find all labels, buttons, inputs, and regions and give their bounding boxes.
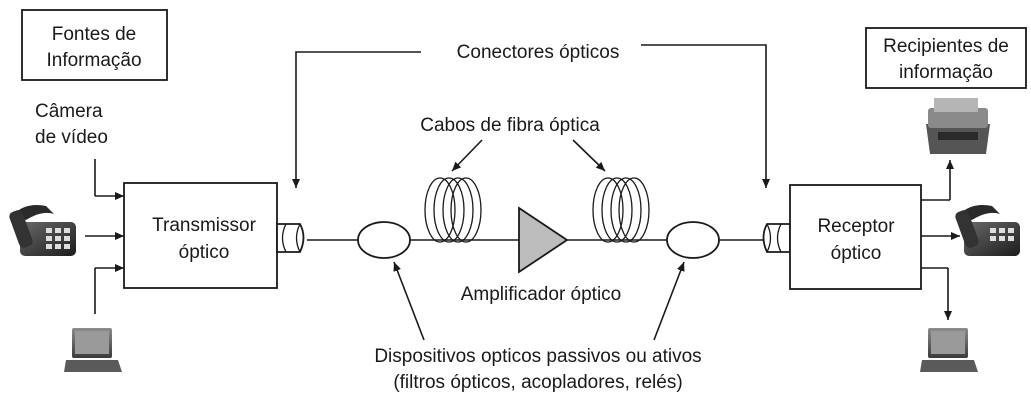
device-right-arrow	[653, 261, 685, 341]
left-connector	[276, 223, 305, 253]
telephone-icon	[9, 205, 76, 256]
transmitter-box: Transmissor óptico	[123, 182, 278, 289]
laptop-icon-right	[920, 328, 978, 372]
receiver-label-line1: Receptor	[817, 216, 895, 237]
transmitter-label-line1: Transmissor	[152, 215, 256, 236]
passive-device-right	[666, 221, 720, 259]
recipients-box: Recipientes de informação	[865, 27, 1027, 89]
fax-printer-icon	[926, 98, 990, 154]
camera-label-line2: de vídeo	[35, 127, 108, 148]
devices-label-line1: Dispositivos opticos passivos ou ativos	[374, 346, 701, 367]
device-left-arrow	[393, 261, 425, 341]
telephone-icon-right	[955, 205, 1020, 256]
right-connector	[762, 223, 791, 253]
receiver-label-line2: óptico	[831, 243, 882, 264]
devices-label-line2: (filtros ópticos, acopladores, relés)	[393, 372, 682, 393]
fiber-coil-left	[424, 177, 482, 243]
connector-right-arrow	[641, 44, 770, 188]
fiber-coil-right	[592, 177, 650, 243]
amplifier-label: Amplificador óptico	[461, 284, 622, 305]
recipients-label-line2: informação	[899, 62, 993, 83]
camera-label-line1: Câmera	[35, 101, 103, 122]
sources-label-line2: Informação	[46, 50, 141, 71]
fiber-cables-label: Cabos de fibra óptica	[420, 115, 600, 136]
laptop-icon	[64, 328, 122, 372]
connectors-label: Conectores ópticos	[457, 42, 620, 63]
fiber-left-arrow	[451, 139, 483, 172]
recipients-label-line1: Recipientes de	[883, 36, 1009, 57]
passive-device-left	[357, 221, 411, 259]
transmitter-label-line2: óptico	[179, 242, 230, 263]
sources-box: Fontes de Informação	[21, 9, 168, 81]
receiver-box: Receptor óptico	[789, 184, 922, 290]
amplifier-triangle	[518, 206, 569, 274]
sources-label-line1: Fontes de	[52, 24, 137, 45]
fiber-right-arrow	[572, 139, 606, 172]
connector-left-arrow	[292, 51, 421, 188]
